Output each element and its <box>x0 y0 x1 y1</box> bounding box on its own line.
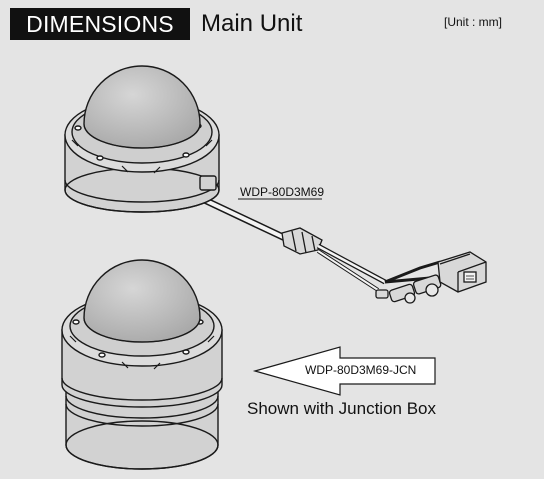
rj45-connector <box>437 251 487 293</box>
page-title: Main Unit <box>201 10 303 37</box>
dimensions-badge: DIMENSIONS <box>10 8 190 40</box>
camera-main-unit <box>64 65 287 242</box>
pointer-arrow <box>252 346 436 396</box>
camera-dome <box>83 259 201 343</box>
cable-harness <box>281 227 487 304</box>
model-label-main: WDP-80D3M69 <box>240 185 325 199</box>
unit-label: [Unit : mm] <box>444 15 503 29</box>
camera-with-junction-box <box>61 259 223 470</box>
model-label-jcn: WDP-80D3M69-JCN <box>305 363 417 377</box>
camera-dome <box>83 65 201 149</box>
junction-box-caption: Shown with Junction Box <box>247 399 436 418</box>
bnc-connector <box>375 274 442 304</box>
